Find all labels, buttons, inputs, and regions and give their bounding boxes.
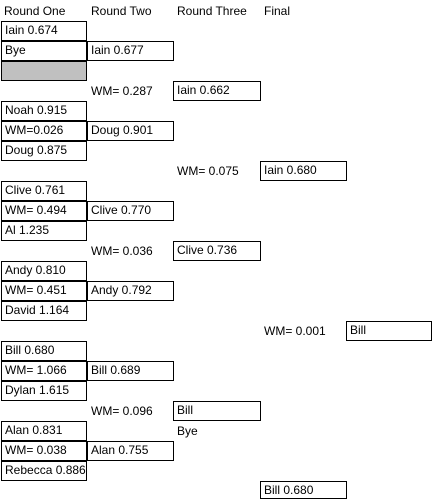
r1-dylan-box: Dylan 1.615 [1,381,87,401]
r1-clive-box: Clive 0.761 [1,181,87,201]
r1-rebecca-box: Rebecca 0.886 [1,461,87,481]
header-final: Final [264,4,291,18]
header-round-one: Round One [4,4,66,18]
r1-al-box: Al 1.235 [1,221,87,241]
r1-wm-1-box: WM=0.026 [1,121,87,141]
r1-bye-box: Bye [1,41,87,61]
r1-wm-3-box: WM= 0.451 [1,281,87,301]
r2-wm-1: WM= 0.287 [91,84,153,98]
final-bill-box: Bill 0.680 [260,481,347,499]
final-iain-box: Iain 0.680 [260,161,347,181]
r2-wm-3: WM= 0.096 [91,404,153,418]
r3-wm-1: WM= 0.075 [177,164,239,178]
r1-iain-box: Iain 0.674 [1,21,87,41]
r1-david-box: David 1.164 [1,301,87,321]
r2-iain-box: Iain 0.677 [87,41,174,61]
r1-wm-5-box: WM= 0.038 [1,441,87,461]
r2-doug-box: Doug 0.901 [87,121,174,141]
r1-wm-2-box: WM= 0.494 [1,201,87,221]
header-round-three: Round Three [177,4,247,18]
r3-bye: Bye [177,424,198,438]
r3-bill-box: Bill [173,401,261,421]
r2-wm-2: WM= 0.036 [91,244,153,258]
r1-empty-grey-box [1,61,87,81]
r2-bill-box: Bill 0.689 [87,361,174,381]
r3-iain-box: Iain 0.662 [173,81,261,101]
r3-clive-box: Clive 0.736 [173,241,261,261]
r2-clive-box: Clive 0.770 [87,201,174,221]
r2-andy-box: Andy 0.792 [87,281,174,301]
r1-bill-box: Bill 0.680 [1,341,87,361]
r1-noah-box: Noah 0.915 [1,101,87,121]
final-bill-winner-box: Bill [346,321,432,341]
r1-alan-box: Alan 0.831 [1,421,87,441]
r1-wm-4-box: WM= 1.066 [1,361,87,381]
header-round-two: Round Two [91,4,152,18]
r2-alan-box: Alan 0.755 [87,441,174,461]
final-wm: WM= 0.001 [264,324,326,338]
r1-doug-box: Doug 0.875 [1,141,87,161]
r1-andy-box: Andy 0.810 [1,261,87,281]
